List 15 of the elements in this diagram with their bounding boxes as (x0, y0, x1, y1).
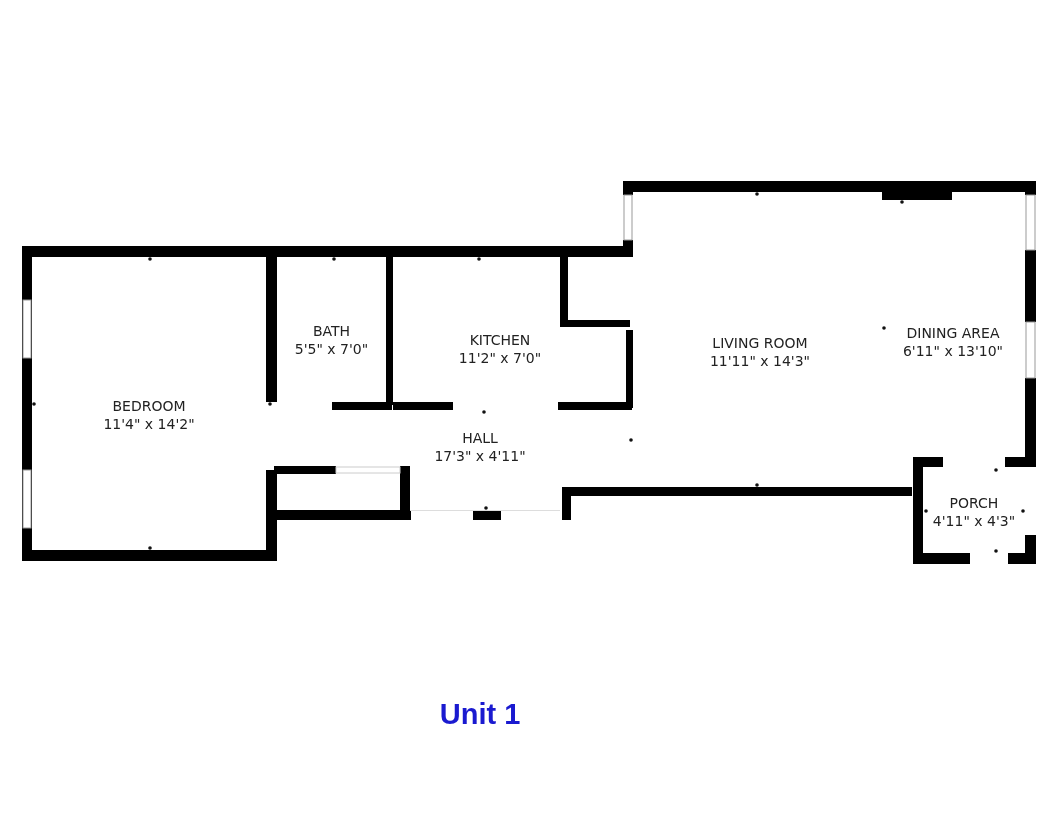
room-dimensions: 6'11" x 13'10" (902, 342, 1004, 360)
room-name: KITCHEN (469, 331, 531, 349)
room-dimensions: 11'2" x 7'0" (458, 349, 542, 367)
room-dimensions: 5'5" x 7'0" (294, 340, 369, 358)
room-name: PORCH (949, 494, 999, 512)
room-dimensions: 17'3" x 4'11" (434, 447, 526, 465)
room-name: DINING AREA (906, 324, 1000, 342)
room-dimensions: 11'11" x 14'3" (709, 352, 811, 370)
room-name: BEDROOM (112, 397, 186, 415)
plan-title: Unit 1 (438, 698, 522, 731)
room-dimensions: 11'4" x 14'2" (103, 415, 195, 433)
room-name: LIVING ROOM (712, 334, 808, 352)
room-name: BATH (312, 322, 351, 340)
room-dimensions: 4'11" x 4'3" (932, 512, 1016, 530)
room-name: HALL (462, 429, 498, 447)
